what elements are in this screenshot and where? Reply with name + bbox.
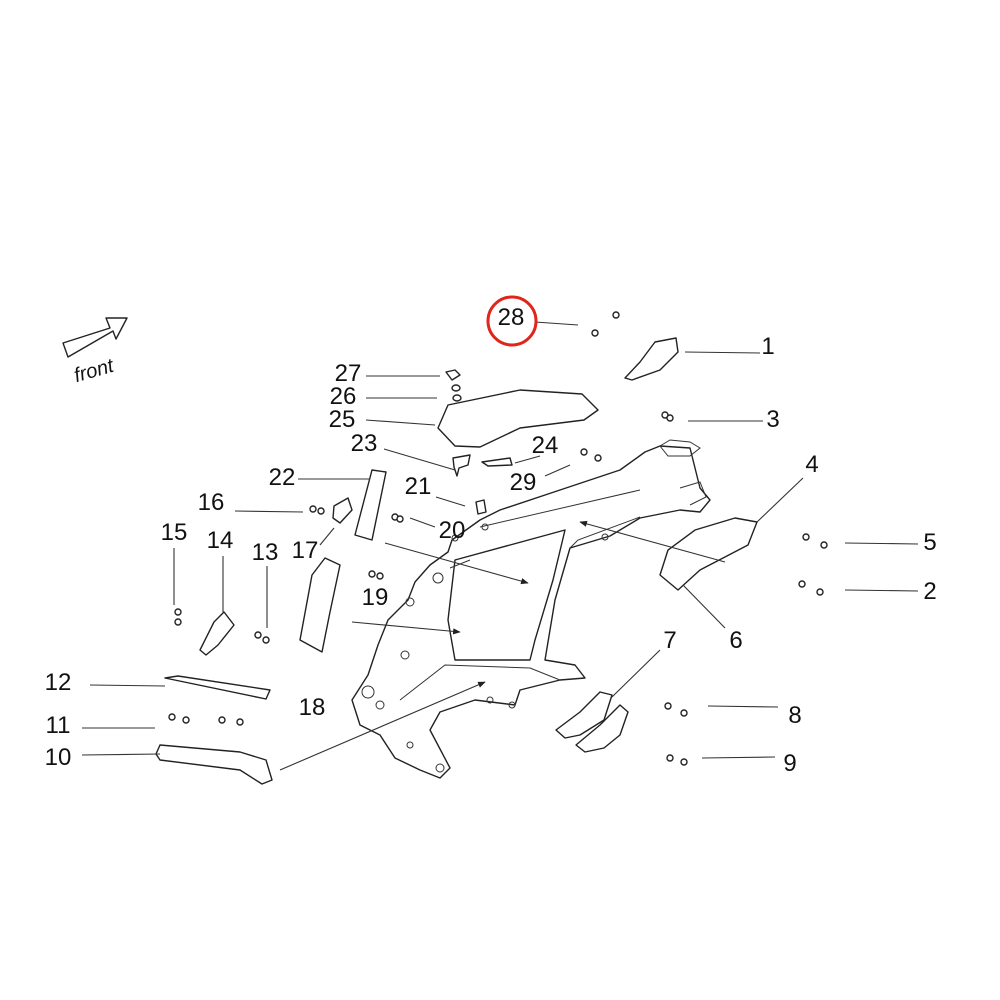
callout-4[interactable]: 4: [805, 451, 819, 478]
callout-10[interactable]: 10: [44, 744, 72, 771]
part-1-bracket: [624, 337, 679, 381]
callout-1[interactable]: 1: [761, 333, 775, 360]
callout-5[interactable]: 5: [923, 529, 937, 556]
leader-line-22: [384, 542, 529, 585]
leader-line-18: [351, 621, 461, 635]
highlight-circle: [486, 295, 538, 347]
callout-21[interactable]: 21: [404, 473, 432, 500]
callout-16[interactable]: 16: [197, 489, 225, 516]
main-frame: [351, 439, 711, 779]
callout-15[interactable]: 15: [160, 519, 188, 546]
leader-line-8: [707, 705, 779, 708]
part-17: [332, 497, 353, 524]
callout-26[interactable]: 26: [329, 383, 357, 410]
leader-line-1: [684, 351, 761, 354]
callout-24[interactable]: 24: [531, 432, 559, 459]
leader-line-25: [365, 419, 436, 426]
leader-line-7: [611, 649, 661, 698]
callout-8[interactable]: 8: [788, 702, 802, 729]
callout-25[interactable]: 25: [328, 406, 356, 433]
component-parts: [155, 311, 828, 785]
callout-23[interactable]: 23: [350, 430, 378, 457]
part-14: [199, 611, 235, 656]
part-21: [475, 499, 487, 515]
leader-line-5: [844, 542, 919, 545]
leader-line-24: [514, 455, 541, 464]
leader-line-12: [89, 684, 166, 687]
leader-line-9: [701, 756, 776, 759]
part-23: [452, 454, 471, 477]
leader-line-2: [844, 589, 919, 592]
callout-14[interactable]: 14: [206, 527, 234, 554]
leader-line-10: [81, 753, 161, 756]
leader-line-16: [234, 510, 304, 513]
leader-line-6: [682, 584, 726, 629]
callout-7[interactable]: 7: [663, 627, 677, 654]
part-4-bracket: [659, 517, 758, 591]
leader-line-28: [534, 321, 579, 326]
part-12-strip: [164, 675, 271, 700]
callout-28[interactable]: 28: [497, 304, 525, 331]
callout-22[interactable]: 22: [268, 464, 296, 491]
leader-line-17: [319, 527, 335, 546]
part-22-guard: [354, 469, 387, 541]
part-18-guard: [299, 557, 341, 653]
leader-line-20: [409, 517, 436, 528]
callout-2[interactable]: 2: [923, 578, 937, 605]
callout-9[interactable]: 9: [783, 750, 797, 777]
callout-11[interactable]: 11: [45, 712, 71, 739]
callout-12[interactable]: 12: [44, 669, 72, 696]
leader-line-21: [435, 496, 466, 507]
leader-line-23: [383, 448, 456, 471]
leader-line-6: [579, 520, 726, 563]
part-25-cover: [437, 389, 599, 448]
callout-19[interactable]: 19: [361, 584, 389, 611]
part-24: [481, 457, 513, 467]
callout-18[interactable]: 18: [298, 694, 326, 721]
callout-13[interactable]: 13: [251, 539, 279, 566]
leader-line-10: [279, 681, 486, 771]
part-10-rail: [155, 744, 273, 785]
callout-17[interactable]: 17: [291, 537, 319, 564]
callout-6[interactable]: 6: [729, 627, 743, 654]
callout-29[interactable]: 29: [509, 469, 537, 496]
callout-27[interactable]: 27: [334, 360, 362, 387]
leader-line-29: [544, 464, 571, 477]
part-7-guard: [555, 691, 613, 739]
leader-lines: [81, 321, 919, 771]
callout-20[interactable]: 20: [438, 517, 466, 544]
leader-line-4: [756, 477, 804, 523]
callout-3[interactable]: 3: [766, 406, 780, 433]
front-arrow-icon: [62, 317, 128, 358]
